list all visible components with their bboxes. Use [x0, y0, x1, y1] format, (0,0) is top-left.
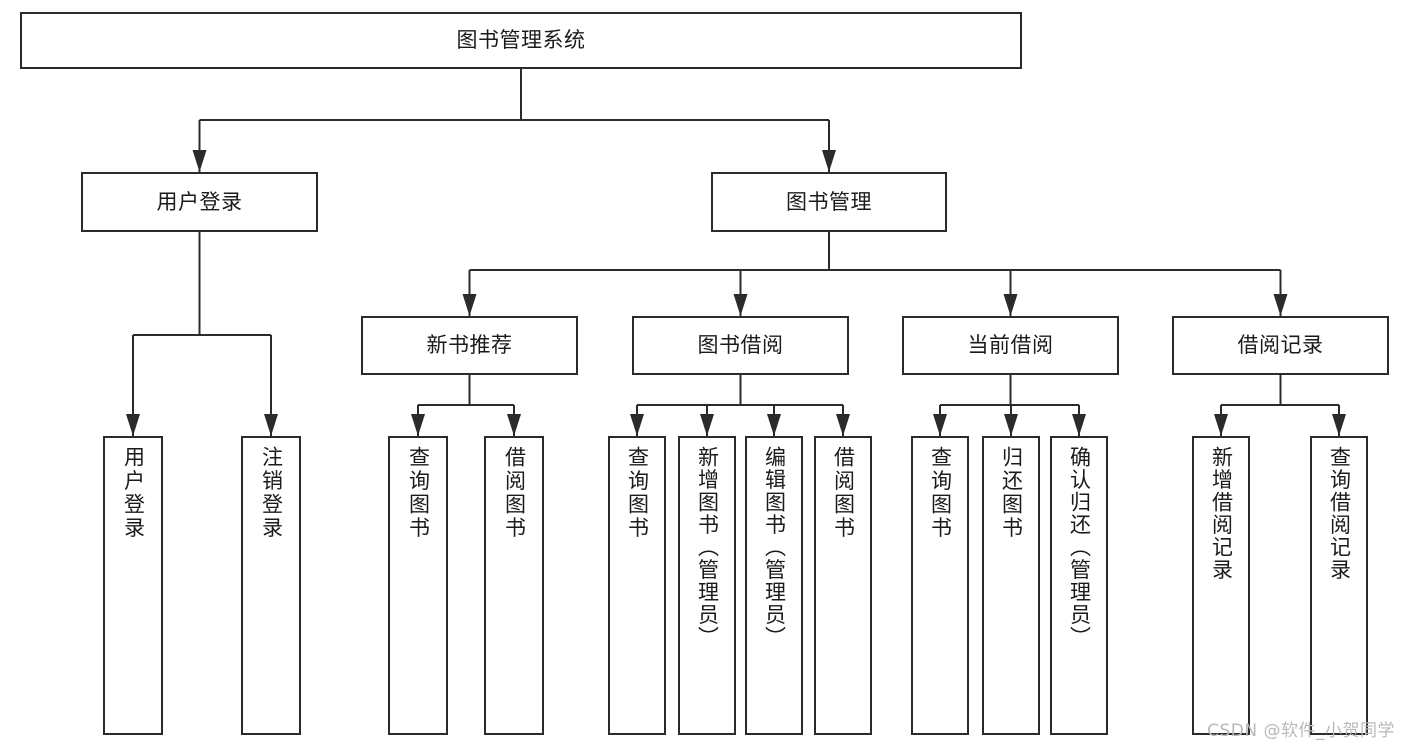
- node-label-leaf-query-record: 查询借阅记录: [1327, 446, 1352, 581]
- node-label-leaf-user-login: 用户登录: [121, 446, 146, 540]
- node-leaf-edit-book[interactable]: 编辑图书（管理员）: [745, 436, 803, 735]
- node-leaf-query-book-2[interactable]: 查询图书: [608, 436, 666, 735]
- node-label-leaf-borrow-book-2: 借阅图书: [831, 446, 856, 540]
- node-label-leaf-return-book: 归还图书: [999, 446, 1024, 540]
- node-leaf-add-book[interactable]: 新增图书（管理员）: [678, 436, 736, 735]
- node-label-leaf-add-book: 新增图书（管理员）: [695, 446, 720, 649]
- node-leaf-return-book[interactable]: 归还图书: [982, 436, 1040, 735]
- node-label-root: 图书管理系统: [456, 28, 586, 53]
- node-root[interactable]: 图书管理系统: [20, 12, 1022, 69]
- node-label-leaf-query-book-2: 查询图书: [625, 446, 650, 540]
- node-label-leaf-user-logout: 注销登录: [259, 446, 284, 540]
- node-leaf-add-record[interactable]: 新增借阅记录: [1192, 436, 1250, 735]
- node-new-book-rec[interactable]: 新书推荐: [361, 316, 578, 375]
- node-leaf-query-book-3[interactable]: 查询图书: [911, 436, 969, 735]
- node-label-leaf-borrow-book-1: 借阅图书: [502, 446, 527, 540]
- node-leaf-query-record[interactable]: 查询借阅记录: [1310, 436, 1368, 735]
- node-leaf-confirm-return[interactable]: 确认归还（管理员）: [1050, 436, 1108, 735]
- node-label-book-manage: 图书管理: [786, 189, 872, 214]
- node-borrow-record[interactable]: 借阅记录: [1172, 316, 1389, 375]
- node-label-current-borrow: 当前借阅: [967, 333, 1054, 358]
- node-label-book-borrow: 图书借阅: [697, 333, 784, 358]
- node-user-login[interactable]: 用户登录: [81, 172, 318, 232]
- node-leaf-borrow-book-1[interactable]: 借阅图书: [484, 436, 544, 735]
- node-label-new-book-rec: 新书推荐: [426, 333, 513, 358]
- node-label-leaf-edit-book: 编辑图书（管理员）: [762, 446, 787, 649]
- node-book-borrow[interactable]: 图书借阅: [632, 316, 849, 375]
- node-label-leaf-add-record: 新增借阅记录: [1209, 446, 1234, 581]
- node-leaf-query-book-1[interactable]: 查询图书: [388, 436, 448, 735]
- node-book-manage[interactable]: 图书管理: [711, 172, 947, 232]
- node-label-leaf-query-book-1: 查询图书: [406, 446, 431, 540]
- node-leaf-borrow-book-2[interactable]: 借阅图书: [814, 436, 872, 735]
- node-label-user-login: 用户登录: [156, 189, 243, 214]
- node-leaf-user-login[interactable]: 用户登录: [103, 436, 163, 735]
- node-leaf-user-logout[interactable]: 注销登录: [241, 436, 301, 735]
- node-label-leaf-confirm-return: 确认归还（管理员）: [1067, 446, 1092, 649]
- node-current-borrow[interactable]: 当前借阅: [902, 316, 1119, 375]
- node-label-leaf-query-book-3: 查询图书: [928, 446, 953, 540]
- node-label-borrow-record: 借阅记录: [1237, 333, 1324, 358]
